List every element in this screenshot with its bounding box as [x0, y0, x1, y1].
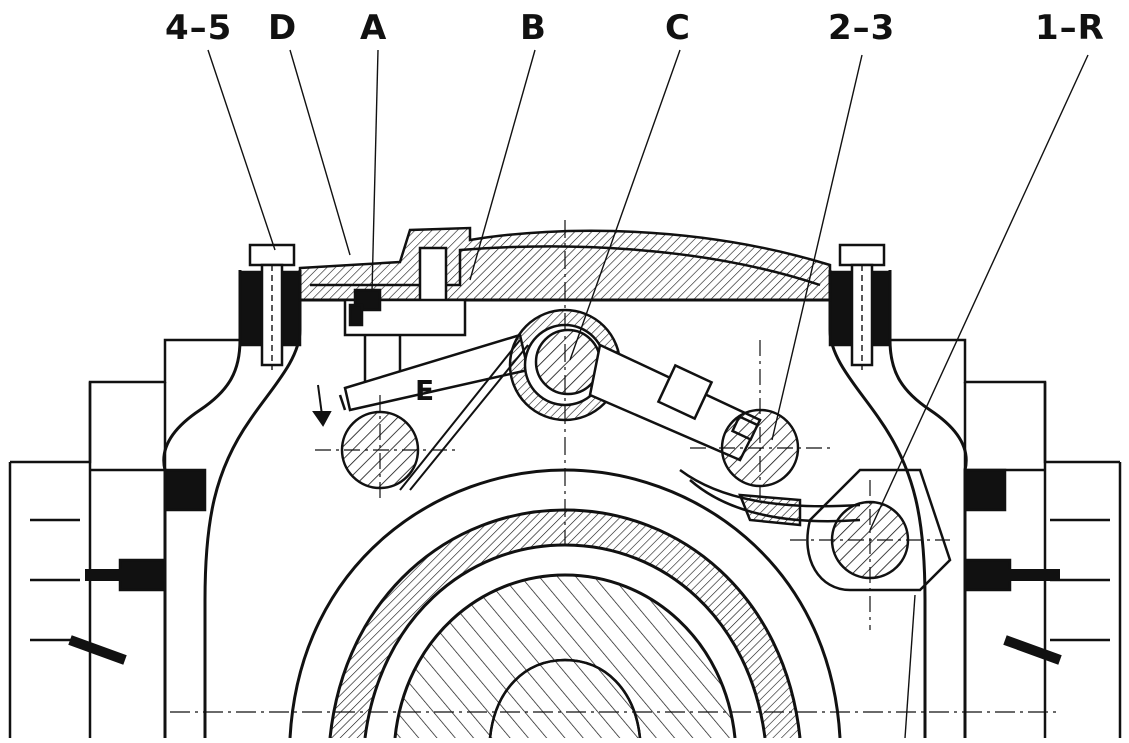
- label-2-3: 2–3: [828, 8, 896, 48]
- label-d: D: [268, 8, 298, 48]
- housing-outline: [8, 270, 1122, 738]
- interlock-bracket-a: [343, 288, 467, 385]
- leader-lines: [207, 49, 1089, 739]
- label-e: E: [415, 374, 434, 407]
- label-c: C: [665, 8, 691, 48]
- label-b: B: [520, 8, 547, 48]
- label-a: A: [360, 8, 388, 48]
- label-4-5: 4–5: [165, 8, 233, 48]
- spring-b: [399, 339, 529, 491]
- shift-direction-arrow: [312, 384, 332, 427]
- fork-1-r: [679, 468, 952, 592]
- main-shaft-section: [170, 468, 1060, 739]
- label-1-r: 1–R: [1035, 8, 1105, 48]
- cover-bolts: [248, 243, 886, 370]
